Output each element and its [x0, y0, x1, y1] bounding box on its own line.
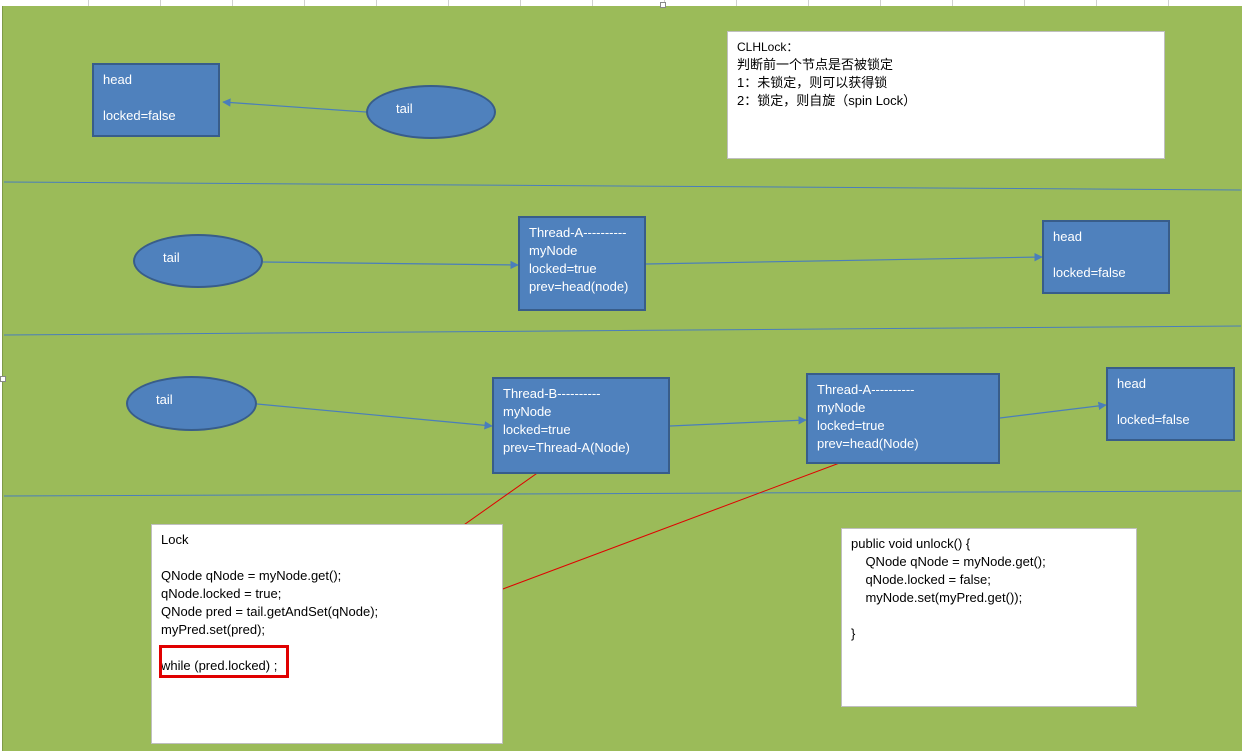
clh-lock-note: CLHLock： 判断前一个节点是否被锁定 1：未锁定，则可以获得锁 2：锁定，… [727, 31, 1165, 159]
node-title: Thread-A---------- [529, 225, 627, 240]
head-node[interactable]: head locked=false [92, 63, 220, 137]
tail-ellipse[interactable]: tail [126, 376, 257, 431]
unlock-code-box: public void unlock() { QNode qNode = myN… [841, 528, 1137, 707]
arrow-thread-b-to-thread-a [669, 416, 807, 427]
code-blank [161, 549, 493, 567]
head-node[interactable]: head locked=false [1042, 220, 1170, 294]
node-title: Thread-A---------- [817, 382, 915, 397]
node-locked: locked=true [817, 418, 885, 433]
while-highlight-box [159, 645, 289, 678]
code-line: QNode qNode = myNode.get(); [161, 568, 342, 583]
tail-label: tail [163, 250, 180, 265]
node-prev: prev=head(node) [529, 279, 629, 294]
node-label: head [1117, 376, 1146, 391]
node-locked: locked=false [1053, 265, 1126, 280]
code-line: qNode.locked = false; [851, 572, 991, 587]
divider-line [3, 325, 1242, 336]
head-node[interactable]: head locked=false [1106, 367, 1235, 441]
node-locked: locked=true [529, 261, 597, 276]
node-mynode: myNode [817, 400, 866, 415]
arrow-tail-to-thread-b [256, 403, 493, 430]
resize-handle-top[interactable] [660, 2, 666, 8]
node-mynode: myNode [503, 404, 552, 419]
thread-a-node[interactable]: Thread-A---------- myNode locked=true pr… [806, 373, 1000, 464]
arrow-tail-to-thread-a [262, 260, 519, 270]
code-line-while: while (pred.locked) ; [161, 658, 278, 673]
code-title: Lock [161, 532, 189, 547]
code-line: QNode pred = tail.getAndSet(qNode); [161, 604, 379, 619]
thread-b-node[interactable]: Thread-B---------- myNode locked=true pr… [492, 377, 670, 474]
note-line: 1：未锁定，则可以获得锁 [737, 75, 888, 90]
node-label: head [1053, 229, 1082, 244]
tail-ellipse[interactable]: tail [366, 85, 496, 139]
tail-label: tail [396, 101, 413, 116]
code-line: myNode.set(myPred.get()); [851, 590, 1023, 605]
code-line: } [851, 626, 856, 641]
node-locked: locked=false [103, 108, 176, 123]
note-line: 判断前一个节点是否被锁定 [737, 57, 894, 72]
lock-code-box: Lock QNode qNode = myNode.get(); qNode.l… [151, 524, 503, 744]
divider-line [3, 490, 1242, 497]
divider-line [3, 181, 1242, 191]
arrow-thread-a-to-head [645, 252, 1043, 265]
node-locked: locked=true [503, 422, 571, 437]
code-line: qNode.locked = true; [161, 586, 282, 601]
arrow-tail-to-head [222, 98, 367, 113]
code-line: public void unlock() { [851, 536, 971, 551]
code-line: QNode qNode = myNode.get(); [851, 554, 1046, 569]
arrow-thread-a-to-head [999, 401, 1107, 419]
note-line: 2：锁定，则自旋（spin Lock） [737, 93, 917, 108]
node-mynode: myNode [529, 243, 578, 258]
tail-ellipse[interactable]: tail [133, 234, 263, 288]
thread-a-node[interactable]: Thread-A---------- myNode locked=true pr… [518, 216, 646, 311]
node-prev: prev=Thread-A(Node) [503, 440, 630, 455]
code-blank [851, 607, 1127, 625]
node-label: head [103, 72, 132, 87]
note-title: CLHLock： [737, 40, 799, 54]
node-title: Thread-B---------- [503, 386, 601, 401]
code-line: myPred.set(pred); [161, 622, 266, 637]
tail-label: tail [156, 392, 173, 407]
node-locked: locked=false [1117, 412, 1190, 427]
resize-handle-left[interactable] [0, 376, 6, 382]
node-prev: prev=head(Node) [817, 436, 919, 451]
